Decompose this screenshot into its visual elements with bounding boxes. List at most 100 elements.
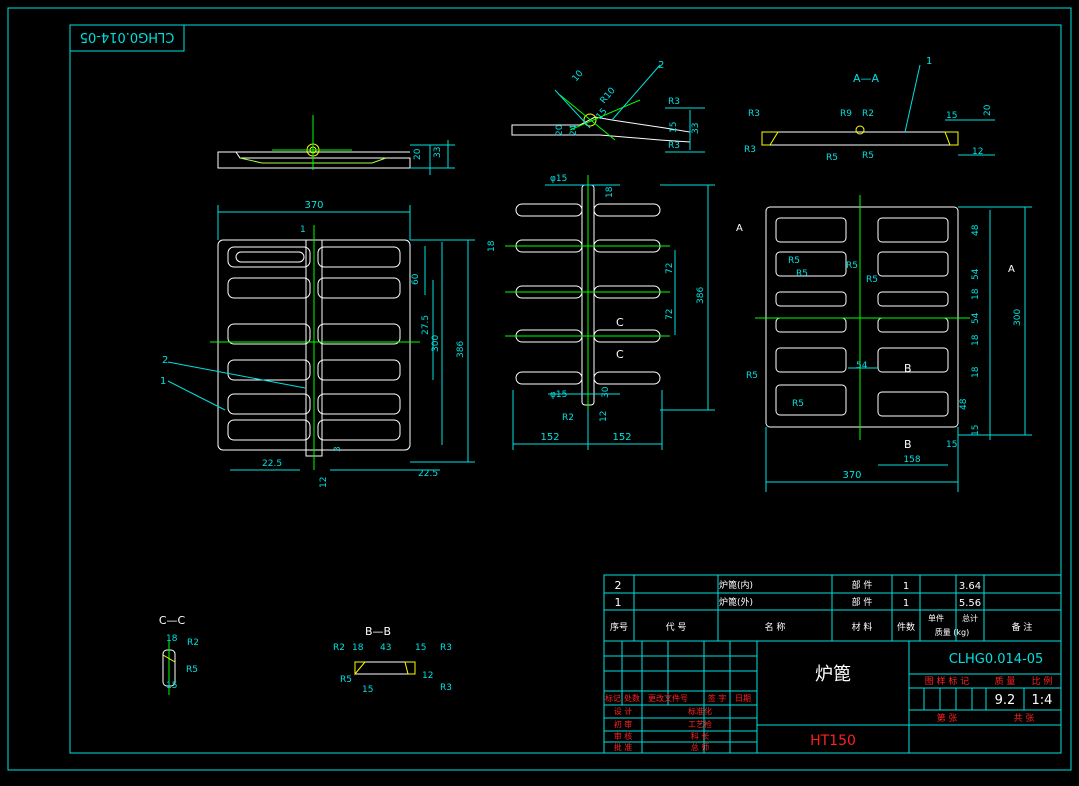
parts-row-1-weight: 5.56 xyxy=(959,598,981,609)
dim-cc-r5: R5 xyxy=(186,665,198,675)
dim-aa-r5a: R5 xyxy=(826,153,838,163)
inner-border xyxy=(69,24,1062,754)
dim-rv-54a: 54 xyxy=(971,268,981,280)
role-initial: 初 审 xyxy=(614,719,633,729)
mark-a-right: A xyxy=(1008,264,1015,275)
parts-row-2-name: 炉篦(内) xyxy=(719,579,753,591)
title-mass: 9.2 xyxy=(995,693,1016,708)
parts-hdr-no: 序号 xyxy=(610,621,628,633)
dim-mid-18b: 18 xyxy=(487,240,497,252)
dim-left-370: 370 xyxy=(304,200,323,211)
balloon-top-2: 2 xyxy=(658,60,664,71)
dim-tv-r3a: R3 xyxy=(668,97,680,107)
section-bb xyxy=(354,661,416,676)
parts-hdr-unit: 单件 xyxy=(928,613,944,623)
parts-row-2-qty: 1 xyxy=(903,581,909,592)
title-scale: 1:4 xyxy=(1032,693,1053,708)
parts-row-2-mat: 部 件 xyxy=(852,579,873,591)
dim-rv-r5f: R5 xyxy=(792,399,804,409)
role-std: 标准化 xyxy=(688,706,712,716)
dim-cc-15: 15 xyxy=(166,681,177,691)
dim-left-12: 12 xyxy=(319,477,329,488)
dim-bb-r3b: R3 xyxy=(440,683,452,693)
title-sheet-total: 共 张 xyxy=(1014,713,1035,724)
dim-tv-r10: R10 xyxy=(599,86,618,106)
dim-aa-r3a: R3 xyxy=(748,109,760,119)
role-general: 总 师 xyxy=(691,742,710,752)
parts-hdr-total: 总计 xyxy=(962,613,978,623)
dim-aa-15: 15 xyxy=(946,111,957,121)
middle-side-dims xyxy=(554,64,705,153)
dim-left-225b: 22.5 xyxy=(418,469,438,479)
dim-mid-r2: R2 xyxy=(562,413,574,423)
dim-rv-r5c: R5 xyxy=(846,261,858,271)
dim-left-1: 1 xyxy=(300,225,306,235)
mark-b-top: B xyxy=(904,362,912,375)
title-part-name: 炉篦 xyxy=(815,664,851,685)
role-design: 设 计 xyxy=(614,706,633,716)
dim-mid-12: 12 xyxy=(599,411,609,422)
right-plan-view xyxy=(755,195,970,440)
parts-hdr-remark: 备 注 xyxy=(1012,621,1033,633)
dim-rv-18c: 18 xyxy=(971,366,981,378)
mark-a-left: A xyxy=(736,223,743,234)
dim-rv-15: 15 xyxy=(971,425,981,436)
left-leaders xyxy=(167,361,306,411)
parts-row-2-no: 2 xyxy=(615,579,622,592)
dim-left-275: 27.5 xyxy=(421,315,431,335)
section-aa-dims xyxy=(904,64,995,156)
balloon-aa-1: 1 xyxy=(926,56,932,67)
section-cc-title: C—C xyxy=(159,614,186,627)
dim-mid-386: 386 xyxy=(696,287,706,304)
dim-aa-r2: R2 xyxy=(862,109,874,119)
dim-rv-54b: 54 xyxy=(971,312,981,324)
dim-bb-r2: R2 xyxy=(333,643,345,653)
rev-mark: 标记 xyxy=(605,693,621,703)
rev-file: 更改文件号 xyxy=(648,693,688,703)
parts-row-2-weight: 3.64 xyxy=(959,581,981,592)
rev-sign: 签 字 xyxy=(708,693,727,703)
dim-tv-10: 10 xyxy=(571,69,586,84)
dim-aa-r9: R9 xyxy=(840,109,852,119)
dim-rv-r5a: R5 xyxy=(788,256,800,266)
section-bb-title: B—B xyxy=(365,625,391,638)
dim-mid-152a: 152 xyxy=(540,432,559,443)
rev-date: 日期 xyxy=(735,694,751,703)
role-review: 审 核 xyxy=(614,731,633,741)
dim-tv-24: 24 xyxy=(569,124,579,136)
role-approve: 批 准 xyxy=(614,742,633,752)
title-mass-label: 质 量 xyxy=(995,675,1016,687)
parts-hdr-material: 材 料 xyxy=(852,621,873,633)
dim-cc-r2: R2 xyxy=(187,638,199,648)
parts-row-1-mat: 部 件 xyxy=(852,596,873,608)
dim-rv-18a: 18 xyxy=(971,288,981,300)
dim-tv-r3b: R3 xyxy=(668,141,680,151)
dim-top-33: 33 xyxy=(433,147,443,158)
dim-left-300: 300 xyxy=(431,335,441,352)
dim-tv-20: 20 xyxy=(555,124,565,136)
title-drawing-no: CLHG0.014-05 xyxy=(949,652,1044,667)
dim-cc-18: 18 xyxy=(166,634,178,644)
section-aa-title: A—A xyxy=(853,72,880,85)
parts-row-1-qty: 1 xyxy=(903,598,909,609)
left-plan-view xyxy=(210,225,420,470)
dim-mid-72a: 72 xyxy=(665,263,675,274)
dim-bb-r3a: R3 xyxy=(440,643,452,653)
dim-mid-18a: 18 xyxy=(605,186,615,198)
dim-mid-30: 30 xyxy=(601,386,611,398)
dim-rv-158: 158 xyxy=(903,455,920,465)
middle-plan-dims xyxy=(512,184,715,450)
balloon-left-1: 1 xyxy=(160,376,166,387)
middle-plan-view xyxy=(505,175,670,415)
title-scale-label: 比 例 xyxy=(1032,675,1053,687)
dim-bb-r5: R5 xyxy=(340,675,352,685)
dim-rv-r5d: R5 xyxy=(866,275,878,285)
role-chief: 科 长 xyxy=(691,731,710,741)
dim-mid-phi15a: φ15 xyxy=(550,174,567,184)
outer-border xyxy=(7,7,1072,771)
dim-rv-48b: 48 xyxy=(959,398,969,410)
parts-hdr-code: 代 号 xyxy=(666,622,687,633)
mirrored-drawing-code: CLHG0.014-05 xyxy=(80,29,175,44)
title-material: HT150 xyxy=(810,733,856,749)
section-cc xyxy=(162,640,176,695)
